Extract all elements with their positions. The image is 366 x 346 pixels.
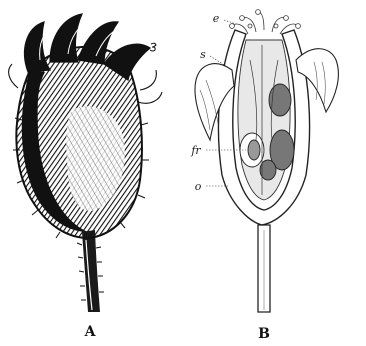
callout-e: e xyxy=(213,12,220,25)
callout-fr: fr xyxy=(190,144,201,157)
panel-a-drawing xyxy=(9,14,162,312)
callout-o: o xyxy=(195,180,202,193)
panel-a-label: A xyxy=(84,324,97,340)
panel-b-drawing xyxy=(195,10,338,312)
panel-b-label: B xyxy=(258,326,270,342)
callout-s: s xyxy=(200,48,206,61)
stamens xyxy=(230,10,301,34)
